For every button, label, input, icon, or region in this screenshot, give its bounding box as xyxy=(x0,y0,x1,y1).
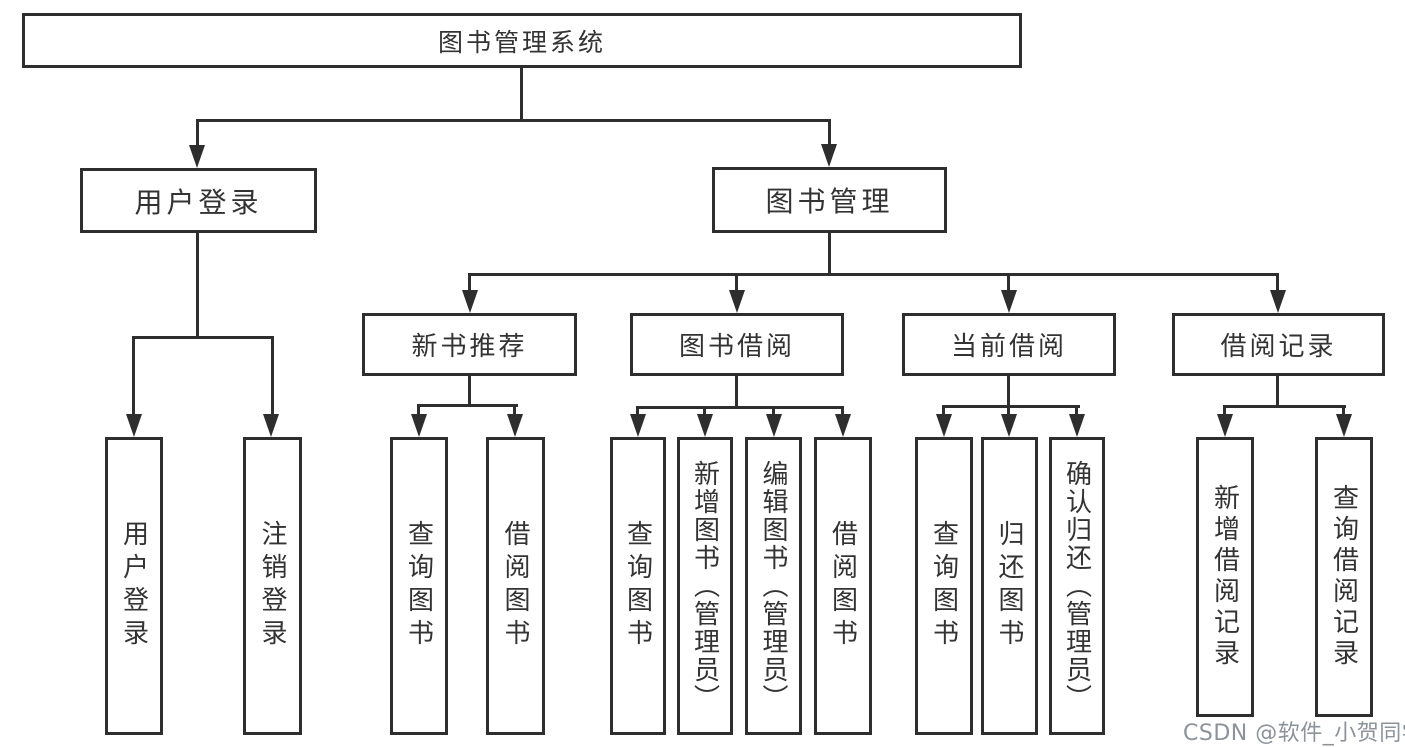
connector-line xyxy=(841,406,844,416)
connector-line xyxy=(1007,405,1010,416)
connector-line xyxy=(520,68,523,121)
connector-line xyxy=(417,404,420,416)
leaf-query-borrow-record: 查询借阅记录 xyxy=(1315,437,1373,717)
arrow-down-icon xyxy=(630,414,646,437)
connector-line xyxy=(1342,405,1345,416)
arrow-down-icon xyxy=(766,414,782,437)
arrow-down-icon xyxy=(507,414,523,437)
connector-line xyxy=(942,405,1080,408)
arrow-down-icon xyxy=(1001,290,1017,313)
leaf-add-books-admin: 新增图书（管理员） xyxy=(677,437,733,735)
arrow-down-icon xyxy=(411,414,427,437)
connector-line xyxy=(513,404,516,416)
arrow-down-icon xyxy=(126,414,142,437)
node-book-borrowing: 图书借阅 xyxy=(630,313,844,376)
node-borrowing-records: 借阅记录 xyxy=(1172,313,1385,376)
connector-line xyxy=(703,406,706,416)
leaf-return-books: 归还图书 xyxy=(981,437,1038,735)
connector-line xyxy=(735,273,738,292)
leaf-query-books-recommend: 查询图书 xyxy=(390,437,448,735)
leaf-query-books-current: 查询图书 xyxy=(915,437,973,735)
arrow-down-icon xyxy=(462,290,478,313)
connector-line xyxy=(468,273,1279,276)
leaf-logout-login: 注销登录 xyxy=(243,437,302,735)
connector-line xyxy=(271,336,274,416)
connector-line xyxy=(636,406,639,416)
node-current-borrowing: 当前借阅 xyxy=(902,313,1116,376)
connector-line xyxy=(1075,405,1078,416)
leaf-borrow-books-recommend: 借阅图书 xyxy=(486,437,545,735)
connector-line xyxy=(132,336,274,339)
connector-line xyxy=(468,273,471,292)
connector-line xyxy=(735,376,738,408)
connector-line xyxy=(132,336,135,416)
connector-line xyxy=(1276,376,1279,407)
connector-line xyxy=(196,119,831,122)
arrow-down-icon xyxy=(1217,414,1233,437)
leaf-query-books-borrow: 查询图书 xyxy=(610,437,666,735)
connector-line xyxy=(1223,405,1346,408)
connector-line xyxy=(772,406,775,416)
leaf-confirm-return-admin: 确认归还（管理员） xyxy=(1049,437,1105,735)
connector-line xyxy=(417,404,518,407)
node-library-management-system: 图书管理系统 xyxy=(22,13,1022,68)
leaf-user-login: 用户登录 xyxy=(105,437,163,735)
arrow-down-icon xyxy=(189,145,205,168)
arrow-down-icon xyxy=(835,414,851,437)
arrow-down-icon xyxy=(697,414,713,437)
connector-line xyxy=(942,405,945,416)
node-book-management: 图书管理 xyxy=(712,167,947,233)
arrow-down-icon xyxy=(936,414,952,437)
leaf-borrow-books-borrow: 借阅图书 xyxy=(814,437,872,735)
connector-line xyxy=(828,233,831,275)
leaf-edit-books-admin: 编辑图书（管理员） xyxy=(745,437,802,735)
connector-line xyxy=(1223,405,1226,416)
arrow-down-icon xyxy=(821,144,837,167)
connector-line xyxy=(1007,273,1010,292)
connector-line xyxy=(636,406,844,409)
connector-line xyxy=(196,233,199,338)
connector-line xyxy=(196,119,199,148)
arrow-down-icon xyxy=(1001,414,1017,437)
arrow-down-icon xyxy=(1069,414,1085,437)
arrow-down-icon xyxy=(1270,290,1286,313)
connector-line xyxy=(1007,376,1010,407)
watermark: CSDN @软件_小贺同学 xyxy=(1183,721,1405,746)
node-new-book-recommendation: 新书推荐 xyxy=(362,313,577,376)
connector-line xyxy=(1276,273,1279,292)
arrow-down-icon xyxy=(1336,414,1352,437)
arrow-down-icon xyxy=(263,414,279,437)
connector-line xyxy=(468,376,471,407)
arrow-down-icon xyxy=(729,290,745,313)
connector-line xyxy=(828,119,831,147)
leaf-add-borrow-record: 新增借阅记录 xyxy=(1196,437,1254,717)
node-user-login: 用户登录 xyxy=(80,168,317,233)
